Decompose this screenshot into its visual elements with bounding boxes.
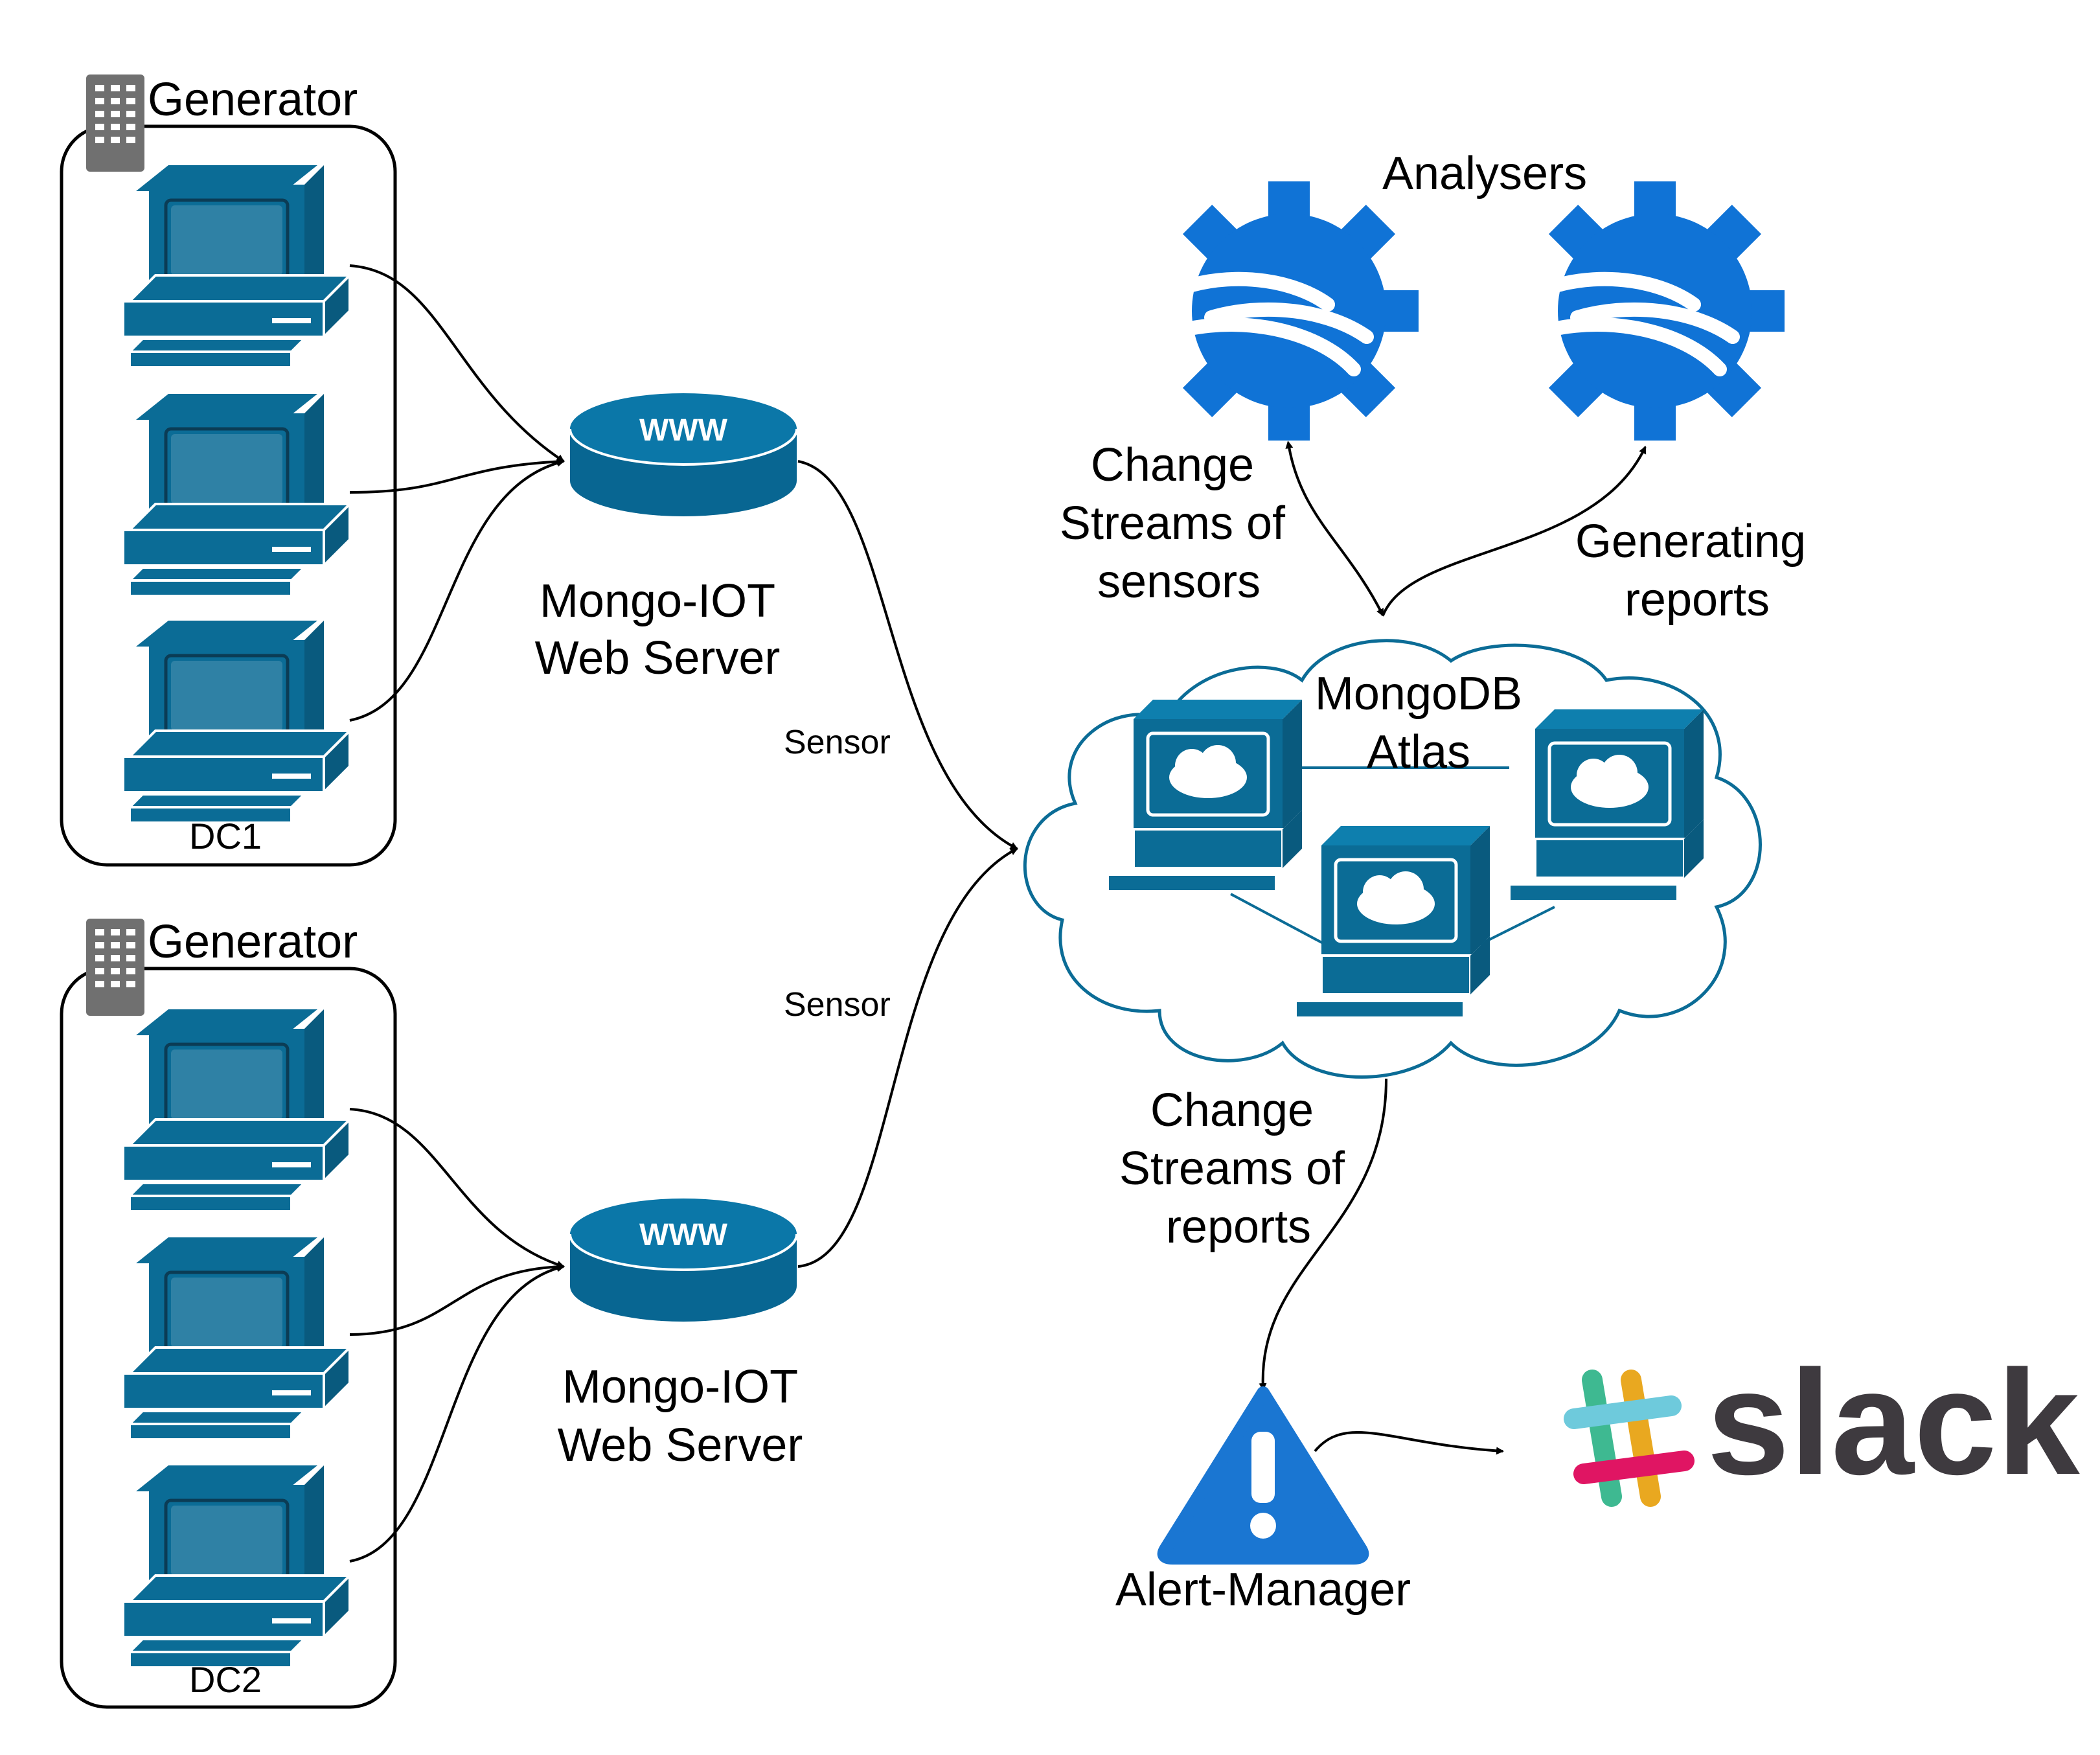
atlas-label-line2: Atlas (1367, 726, 1470, 778)
change-streams-sensors-arrow (1285, 441, 1384, 617)
atlas-server-icon (1295, 826, 1490, 1018)
slack-wordmark: slack (1707, 1339, 2081, 1506)
server-disk-icon (569, 1197, 798, 1323)
sensor-arrow (797, 847, 1018, 1268)
dc1-group: Generator DC1 (60, 74, 397, 867)
connectors (349, 264, 1647, 1563)
change-streams-reports-arrow (1259, 1078, 1387, 1391)
connector-arrow (349, 1264, 565, 1563)
label-line: Generating (1575, 516, 1806, 568)
dc2-group: Generator DC2 (60, 916, 397, 1709)
server-www-label: WWW (639, 1218, 728, 1252)
label-line: reports (1166, 1201, 1311, 1253)
web-server-label-line2: Web Server (558, 1419, 803, 1471)
alert-manager[interactable]: Alert-Manager (1115, 1386, 1411, 1616)
generating-reports-label: Generating reports (1575, 516, 1819, 626)
web-server-2[interactable]: WWW Mongo-IOT Web Server (558, 1197, 803, 1471)
slack-hash-icon (1564, 1370, 1695, 1507)
sensor-arrow (797, 460, 1018, 850)
label-line: Change (1150, 1084, 1314, 1136)
change-streams-reports-label: Change Streams of reports (1119, 1084, 1358, 1253)
web-server-label-line1: Mongo-IOT (562, 1361, 798, 1413)
computer-icon[interactable] (123, 1465, 350, 1668)
generator-building-icon (86, 919, 144, 1016)
label-line: Change (1091, 439, 1254, 491)
connector-arrow (349, 1263, 565, 1336)
computer-icon[interactable] (123, 165, 350, 367)
slack-logo[interactable]: slack (1564, 1339, 2081, 1507)
alert-manager-label: Alert-Manager (1115, 1564, 1411, 1616)
connector-arrow (349, 459, 565, 722)
label-line: reports (1625, 574, 1770, 626)
mongodb-atlas-cloud[interactable]: MongoDB Atlas (1023, 639, 1762, 1079)
analyser-gear-icon[interactable] (1159, 181, 1419, 441)
server-disk-icon (569, 392, 798, 518)
computer-icon[interactable] (123, 621, 350, 823)
atlas-label-line1: MongoDB (1315, 668, 1522, 720)
analysers-group: Analysers (1159, 148, 1785, 441)
connector-arrow (349, 1108, 565, 1268)
generator-building-icon (86, 75, 144, 172)
web-server-1[interactable]: WWW Mongo-IOT Web Server (535, 392, 798, 684)
dc-label: DC2 (189, 1659, 262, 1700)
dc1-container[interactable] (60, 124, 397, 867)
computer-icon[interactable] (123, 1237, 350, 1440)
generator-title: Generator (148, 74, 358, 126)
dc-label: DC1 (189, 816, 262, 856)
atlas-server-icon (1509, 709, 1704, 901)
label-line: Streams of (1060, 498, 1286, 549)
atlas-server-icon (1108, 700, 1302, 891)
web-server-label-line2: Web Server (535, 632, 781, 684)
exclamation-dot (1250, 1513, 1276, 1539)
connector-arrow (349, 457, 565, 494)
atlas-link (1230, 893, 1329, 947)
computer-icon[interactable] (123, 1009, 350, 1211)
analysers-title: Analysers (1382, 148, 1587, 200)
alert-to-slack-arrow (1314, 1430, 1504, 1455)
label-line: Streams of (1119, 1143, 1345, 1195)
generator-title: Generator (148, 916, 358, 968)
exclamation-mark (1251, 1432, 1275, 1503)
dc2-container[interactable] (60, 967, 397, 1709)
analyser-gear-icon[interactable] (1525, 181, 1785, 441)
sensor-label: Sensor (784, 986, 891, 1024)
generating-reports-arrow (1382, 446, 1647, 616)
label-line: sensors (1097, 556, 1261, 608)
connector-arrow (349, 264, 565, 463)
computer-icon[interactable] (123, 394, 350, 596)
change-streams-sensors-label: Change Streams of sensors (1060, 439, 1298, 608)
server-www-label: WWW (639, 413, 728, 448)
web-server-label-line1: Mongo-IOT (540, 575, 775, 627)
sensor-label: Sensor (784, 724, 891, 761)
